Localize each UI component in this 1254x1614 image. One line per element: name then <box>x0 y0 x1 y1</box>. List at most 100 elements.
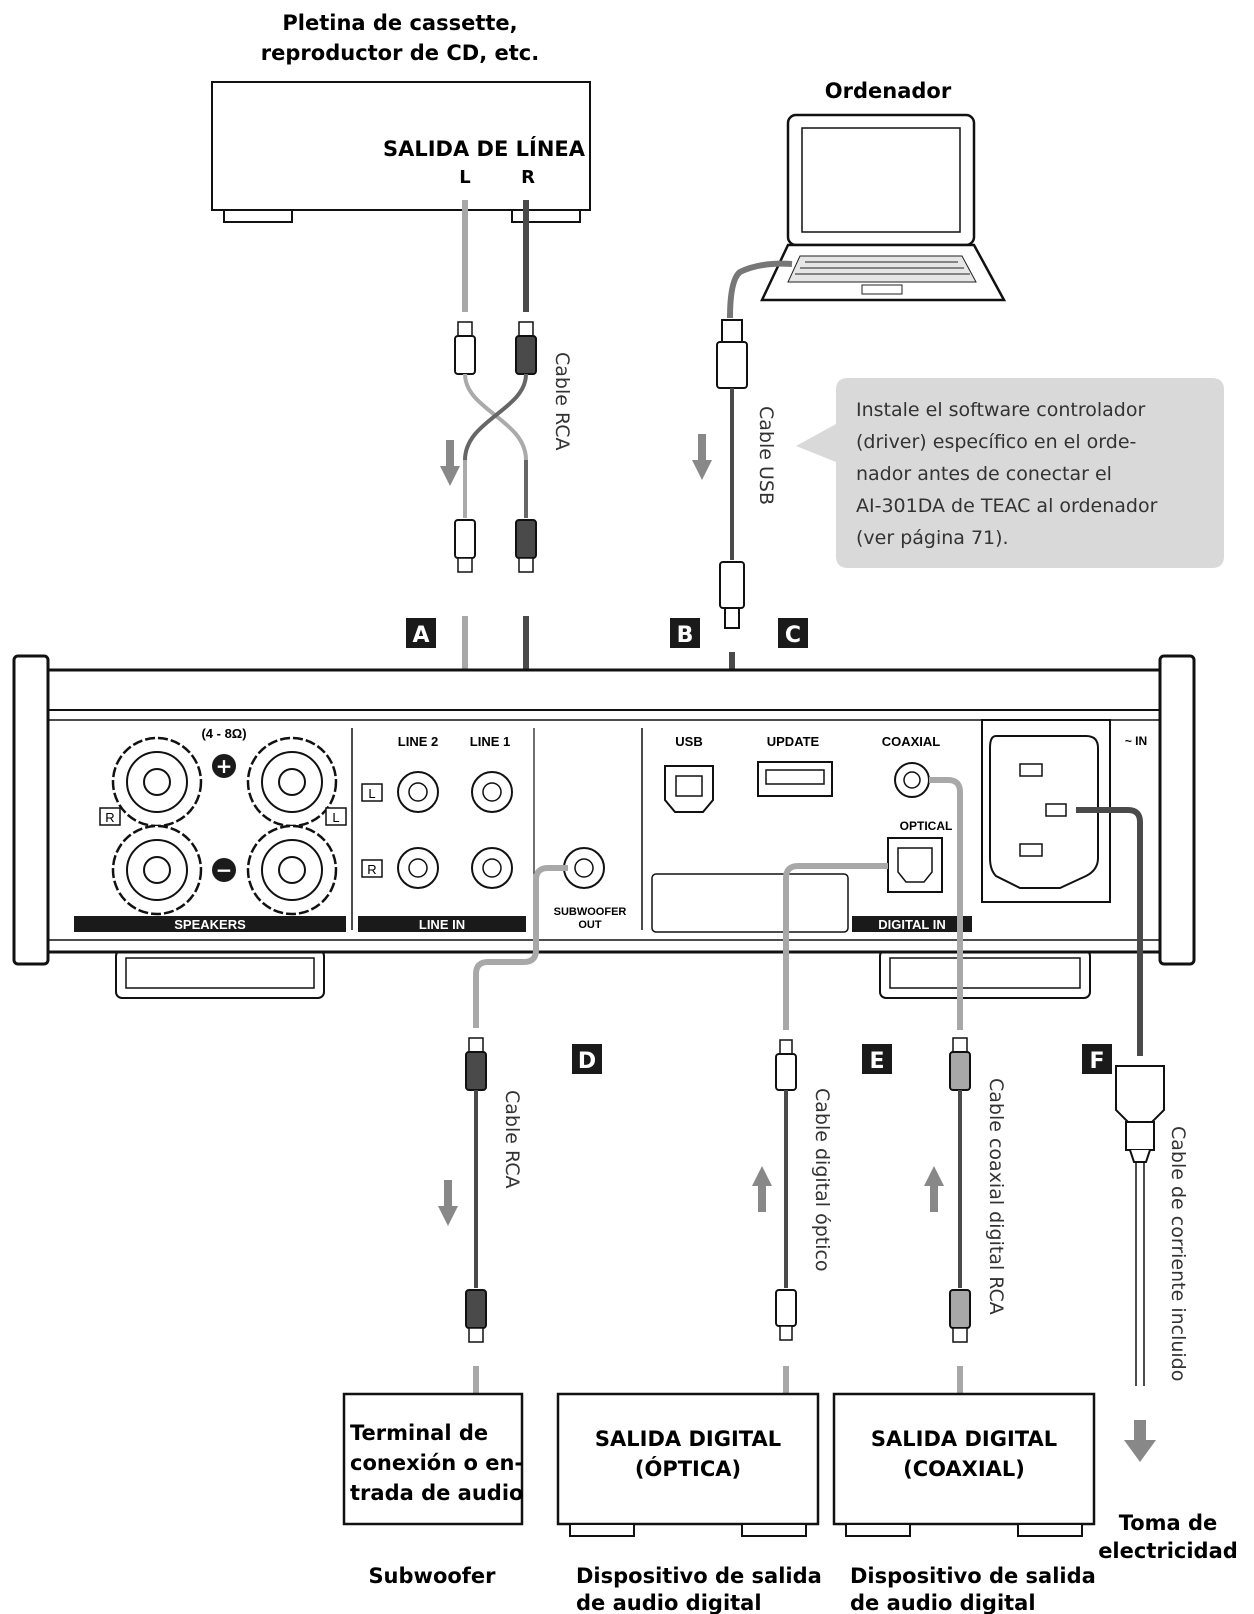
optical-cable-e <box>775 863 888 1396</box>
model-label-plate <box>651 873 849 933</box>
usb-b-port <box>664 765 714 813</box>
driver-note-line-3: nador antes de conectar el <box>856 463 1112 485</box>
coaxial-port-label: COAXIAL <box>882 734 941 749</box>
speaker-l-badge <box>325 807 347 826</box>
plus-sign: + <box>216 754 233 778</box>
optical-port-label: OPTICAL <box>900 819 953 833</box>
line1-r-jack <box>471 847 513 889</box>
speaker-impedance-label: (4 - 8Ω) <box>201 726 246 741</box>
usb-port-label: USB <box>675 734 702 749</box>
line2-r-jack <box>397 847 439 889</box>
coaxial-output-device-box <box>832 1392 1096 1537</box>
digital-in-band <box>852 916 972 932</box>
arrow-up-icon-e1 <box>752 1166 772 1212</box>
speaker-r-badge <box>99 807 121 826</box>
opt-box-line-2: (ÓPTICA) <box>635 1456 741 1481</box>
outlet-line-1: Toma de <box>1119 1511 1218 1535</box>
rca-cable-sub-label: Cable RCA <box>501 1090 523 1189</box>
marker-d-text: D <box>578 1049 596 1074</box>
coaxial-jack <box>894 762 930 798</box>
driver-note-line-2: (driver) específico en el orde- <box>856 431 1136 453</box>
marker-e <box>862 1044 892 1074</box>
coaxial-cable-e <box>929 777 971 1396</box>
rca-cable-d <box>465 865 568 1396</box>
digital-in-label: DIGITAL IN <box>878 917 945 932</box>
sub-box-line-3: trada de audio <box>350 1481 523 1505</box>
coax-caption-line-1: Dispositivo de salida <box>850 1564 1096 1588</box>
ac-in-label: ~ IN <box>1125 734 1147 748</box>
marker-a-text: A <box>412 623 429 648</box>
driver-note-line-5: (ver página 71). <box>856 527 1009 549</box>
subwoofer-out-label-1: SUBWOOFER <box>554 906 627 918</box>
rca-cable-top-label: Cable RCA <box>551 352 573 451</box>
driver-note-line-4: AI-301DA de TEAC al ordenador <box>856 495 1158 517</box>
coax-box-line-2: (COAXIAL) <box>903 1457 1025 1481</box>
arrow-down-icon-a <box>440 440 460 486</box>
laptop-icon <box>760 113 1007 302</box>
optical-port <box>887 837 943 893</box>
minus-icon <box>212 858 236 882</box>
usb-cable-label: Cable USB <box>755 406 777 505</box>
update-port-label: UPDATE <box>767 734 820 749</box>
outlet-line-2: electricidad <box>1098 1539 1238 1563</box>
marker-b <box>670 618 700 648</box>
optical-cable-label: Cable digital óptico <box>811 1088 833 1272</box>
line-in-l-text: L <box>368 786 375 801</box>
arrow-down-icon-f <box>1124 1420 1156 1462</box>
marker-c-text: C <box>785 623 801 648</box>
marker-a <box>406 618 436 648</box>
line-in-band <box>358 916 526 932</box>
line1-l-jack <box>471 771 513 813</box>
computer-label: Ordenador <box>825 79 952 103</box>
power-cable-f <box>1076 807 1165 1386</box>
opt-caption-line-2: de audio digital <box>576 1591 762 1614</box>
coax-caption-line-2: de audio digital <box>850 1591 1036 1614</box>
speaker-r-text: R <box>105 810 114 825</box>
speaker-terminal-r-minus <box>111 824 203 916</box>
opt-caption-line-1: Dispositivo de salida <box>576 1564 822 1588</box>
minus-sign: − <box>216 858 233 882</box>
subwoofer-caption: Subwoofer <box>368 1564 496 1588</box>
line-out-label: SALIDA DE LÍNEA <box>383 136 586 161</box>
speakers-band <box>74 916 346 932</box>
sub-box-line-1: Terminal de <box>350 1421 488 1445</box>
sub-box-line-2: conexión o en- <box>350 1451 523 1475</box>
line2-l-jack <box>397 771 439 813</box>
marker-e-text: E <box>869 1049 884 1074</box>
arrow-down-icon-b <box>692 434 712 480</box>
marker-f-text: F <box>1089 1049 1104 1074</box>
cassette-title-line2: reproductor de CD, etc. <box>261 41 539 65</box>
speakers-label: SPEAKERS <box>174 917 246 932</box>
line-in-label: LINE IN <box>419 917 465 932</box>
arrow-up-icon-e2 <box>924 1166 944 1212</box>
driver-note-line-1: Instale el software controlador <box>856 399 1145 421</box>
subwoofer-box <box>342 1392 524 1526</box>
optical-output-device-box <box>556 1392 820 1537</box>
line-in-l-badge <box>361 783 383 802</box>
plus-icon <box>212 754 236 778</box>
subwoofer-out-jack <box>563 847 605 889</box>
marker-d <box>572 1044 602 1074</box>
speaker-terminal-l-minus <box>246 824 338 916</box>
opt-box-line-1: SALIDA DIGITAL <box>595 1427 781 1451</box>
speaker-terminal-r-plus <box>111 736 203 828</box>
line1-label: LINE 1 <box>470 734 510 749</box>
coaxial-cable-label: Cable coaxial digital RCA <box>985 1078 1007 1315</box>
marker-b-text: B <box>677 623 694 648</box>
cassette-title-line1: Pletina de cassette, <box>282 11 517 35</box>
cassette-deck-box <box>211 81 591 223</box>
subwoofer-out-label-2: OUT <box>578 919 602 931</box>
speaker-terminal-l-plus <box>246 736 338 828</box>
driver-note-callout <box>796 378 1224 568</box>
coax-box-line-1: SALIDA DIGITAL <box>871 1427 1057 1451</box>
line-in-r-text: R <box>367 862 376 877</box>
arrow-down-icon-d <box>438 1180 458 1226</box>
line-out-right-label: R <box>521 167 535 188</box>
line-in-r-badge <box>361 859 383 878</box>
speaker-l-text: L <box>332 810 339 825</box>
line2-label: LINE 2 <box>398 734 438 749</box>
marker-f <box>1082 1044 1112 1074</box>
amplifier-rear-panel <box>12 654 1196 999</box>
power-cable-label: Cable de corriente incluido <box>1167 1126 1189 1381</box>
